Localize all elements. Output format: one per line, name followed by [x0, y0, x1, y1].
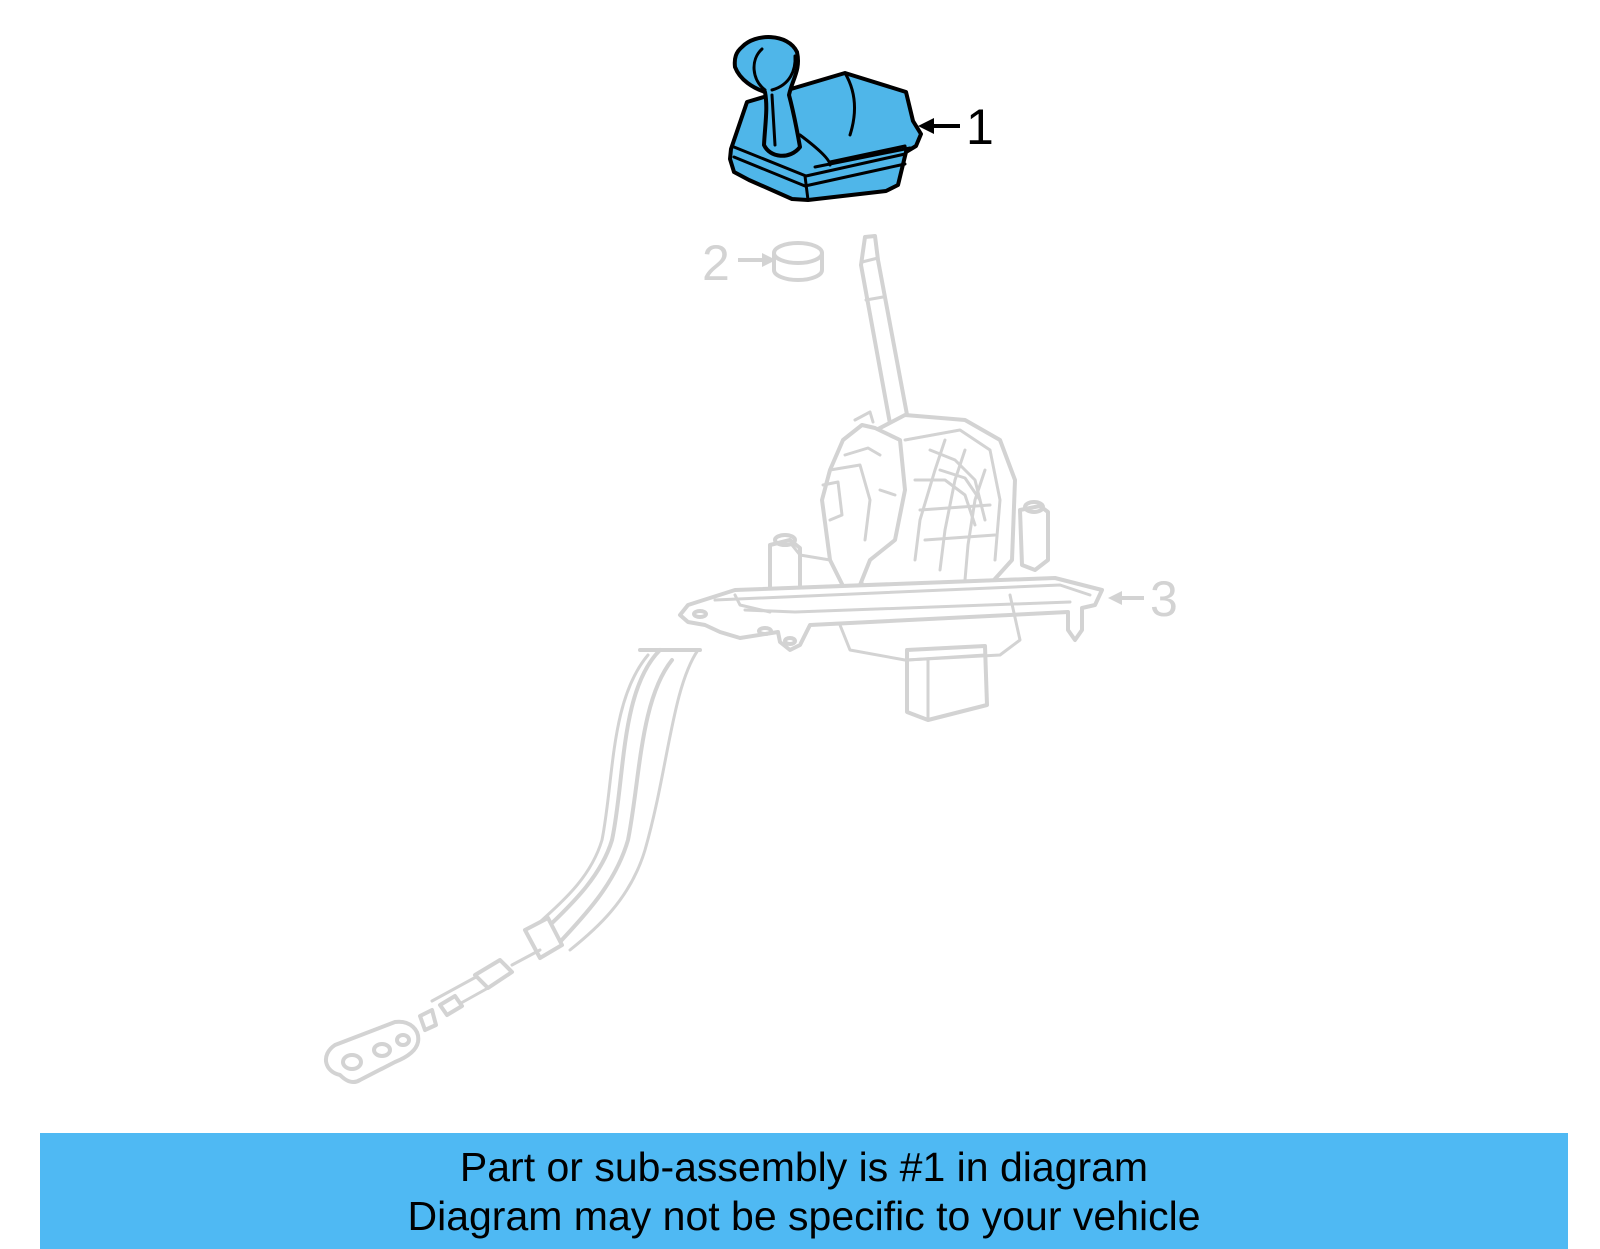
callout-3-label: 3 [1150, 571, 1178, 627]
callout-1-label: 1 [966, 99, 994, 155]
callout-1-arrowhead [918, 118, 934, 134]
part-2-ring[interactable] [772, 241, 824, 282]
part-3-shifter-assembly[interactable] [324, 234, 1104, 1085]
callout-2-label: 2 [702, 235, 730, 291]
part-1-shift-knob-boot[interactable] [728, 35, 923, 202]
callout-2[interactable]: 2 [702, 235, 776, 291]
callout-3-arrowhead [1108, 591, 1122, 605]
callout-3[interactable]: 3 [1108, 571, 1178, 627]
banner-line-1: Part or sub-assembly is #1 in diagram [459, 1144, 1149, 1190]
callout-1[interactable]: 1 [918, 99, 994, 155]
callout-2-arrowhead [762, 253, 776, 267]
info-banner: Part or sub-assembly is #1 in diagram Di… [40, 1133, 1568, 1249]
banner-line-2: Diagram may not be specific to your vehi… [407, 1193, 1201, 1239]
